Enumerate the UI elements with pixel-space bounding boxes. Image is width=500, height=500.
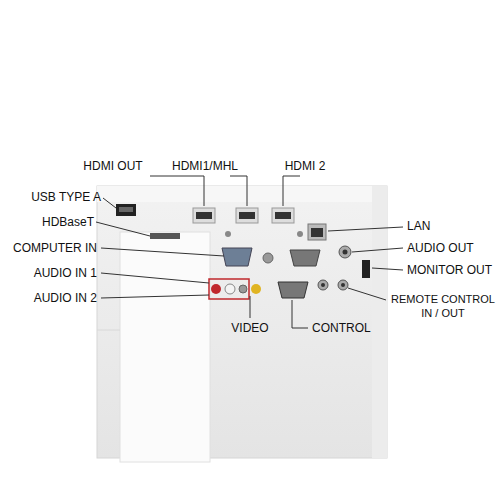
port-label: AUDIO IN 2: [34, 291, 97, 305]
port-label: CONTROL: [312, 321, 371, 335]
port-label: HDBaseT: [42, 215, 94, 229]
port-label: HDMI1/MHL: [172, 159, 238, 173]
port-label: MONITOR OUT: [407, 263, 492, 277]
port-label: HDMI 2: [285, 159, 326, 173]
port-label: REMOTE CONTROL IN / OUT: [390, 292, 496, 320]
port-label: LAN: [407, 219, 430, 233]
port-label: COMPUTER IN: [13, 241, 97, 255]
port-label: USB TYPE A: [31, 190, 101, 204]
port-label: VIDEO: [231, 321, 268, 335]
port-label: AUDIO IN 1: [34, 266, 97, 280]
port-label: HDMI OUT: [83, 159, 142, 173]
port-label: AUDIO OUT: [407, 241, 474, 255]
